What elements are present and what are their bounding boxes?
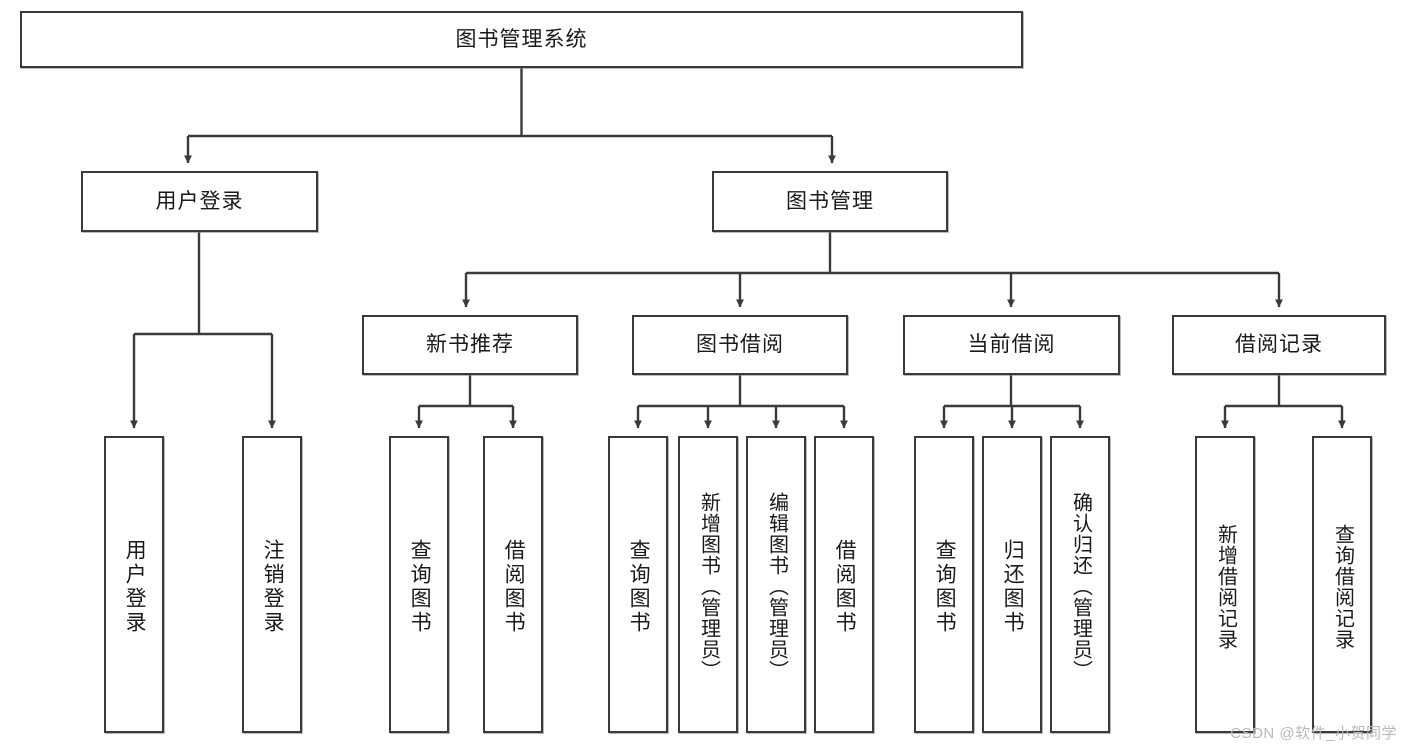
node-book-borrow-label: 图书借阅 <box>696 333 784 357</box>
node-user-login-label: 用户登录 <box>155 189 244 213</box>
node-leaf-add-book-label: 新增图书（管理员） <box>697 492 720 681</box>
node-leaf-query-book-3[interactable]: 查询图书 <box>914 436 974 733</box>
node-leaf-query-book-2-label: 查询图书 <box>627 538 651 635</box>
node-leaf-return-book[interactable]: 归还图书 <box>982 436 1042 733</box>
node-borrow-record-label: 借阅记录 <box>1235 333 1323 357</box>
node-leaf-edit-book-label: 编辑图书（管理员） <box>765 492 788 681</box>
node-user-login[interactable]: 用户登录 <box>81 171 318 232</box>
node-root-system-label: 图书管理系统 <box>455 27 588 51</box>
node-root-system[interactable]: 图书管理系统 <box>20 11 1023 68</box>
node-leaf-query-record[interactable]: 查询借阅记录 <box>1312 436 1372 733</box>
node-leaf-add-book[interactable]: 新增图书（管理员） <box>678 436 738 733</box>
node-leaf-query-book-2[interactable]: 查询图书 <box>608 436 668 733</box>
node-leaf-query-book-3-label: 查询图书 <box>933 538 957 635</box>
node-leaf-user-login-label: 用户登录 <box>123 538 147 635</box>
node-book-manage[interactable]: 图书管理 <box>712 171 948 232</box>
node-leaf-add-record-label: 新增借阅记录 <box>1214 523 1237 650</box>
node-leaf-edit-book[interactable]: 编辑图书（管理员） <box>746 436 806 733</box>
node-book-manage-label: 图书管理 <box>786 189 874 213</box>
node-leaf-user-login[interactable]: 用户登录 <box>104 436 164 733</box>
node-leaf-confirm-return-label: 确认归还（管理员） <box>1069 492 1092 681</box>
node-leaf-query-book-1[interactable]: 查询图书 <box>389 436 449 733</box>
node-book-borrow[interactable]: 图书借阅 <box>632 315 848 375</box>
node-leaf-query-book-1-label: 查询图书 <box>408 538 432 635</box>
node-leaf-borrow-book-1-label: 借阅图书 <box>502 538 526 635</box>
node-leaf-borrow-book-2[interactable]: 借阅图书 <box>814 436 874 733</box>
node-leaf-borrow-book-2-label: 借阅图书 <box>833 538 857 635</box>
node-leaf-confirm-return[interactable]: 确认归还（管理员） <box>1050 436 1110 733</box>
node-borrow-record[interactable]: 借阅记录 <box>1172 315 1386 375</box>
node-current-borrow[interactable]: 当前借阅 <box>903 315 1120 375</box>
node-leaf-borrow-book-1[interactable]: 借阅图书 <box>483 436 543 733</box>
node-new-book-rec-label: 新书推荐 <box>426 333 514 357</box>
node-leaf-query-record-label: 查询借阅记录 <box>1331 523 1354 650</box>
node-current-borrow-label: 当前借阅 <box>967 333 1056 357</box>
node-leaf-logout[interactable]: 注销登录 <box>242 436 302 733</box>
node-new-book-rec[interactable]: 新书推荐 <box>362 315 578 375</box>
node-leaf-logout-label: 注销登录 <box>261 538 285 635</box>
node-leaf-return-book-label: 归还图书 <box>1001 538 1025 635</box>
node-leaf-add-record[interactable]: 新增借阅记录 <box>1195 436 1255 733</box>
